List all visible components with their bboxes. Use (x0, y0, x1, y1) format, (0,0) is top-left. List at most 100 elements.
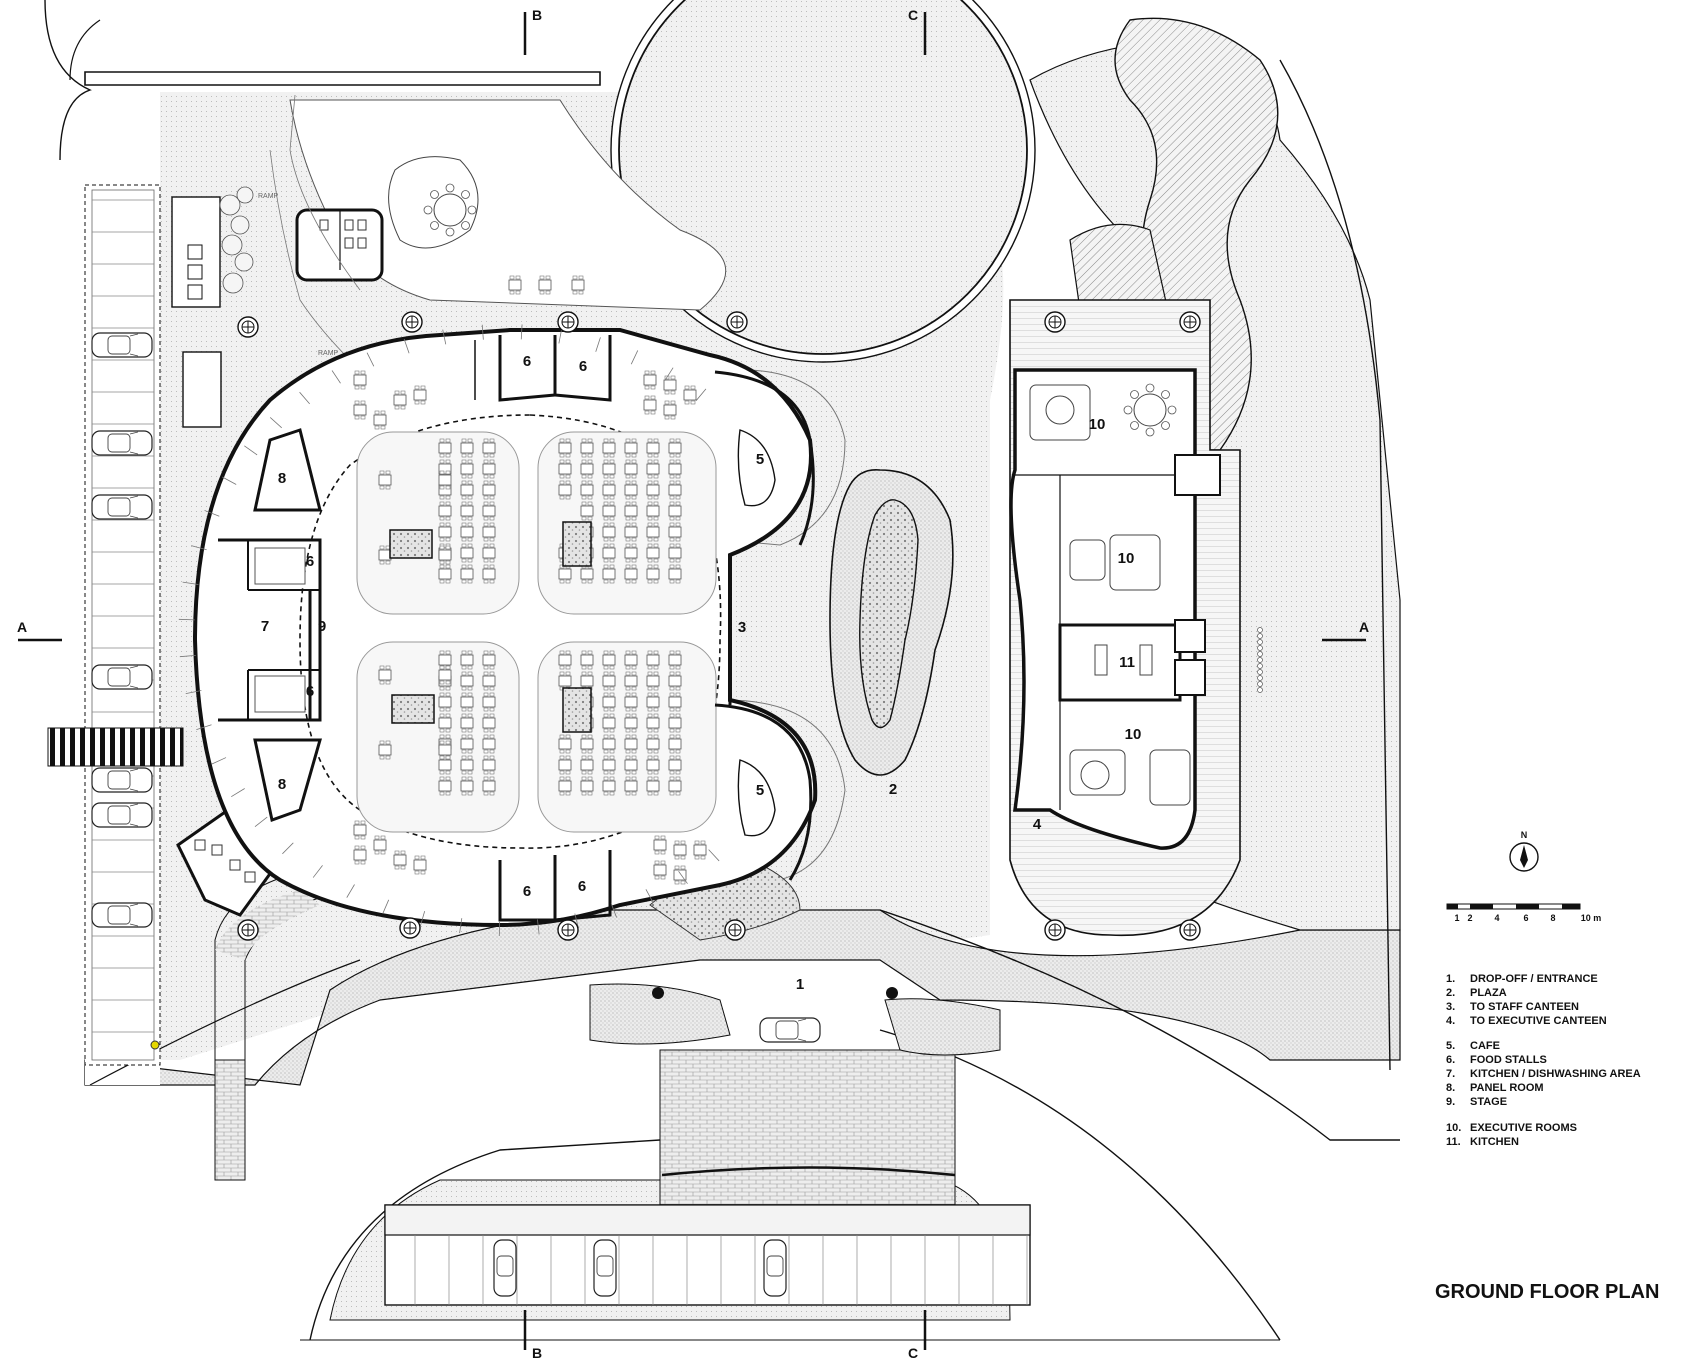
car-icon (91, 902, 153, 928)
room-label-6-mid-upper: 6 (306, 553, 314, 570)
canopy-fin (630, 350, 639, 365)
canopy-fin (331, 370, 341, 384)
legend-item: KITCHEN / DISHWASHING AREA (1470, 1068, 1641, 1080)
canopy-fin (595, 337, 601, 352)
legend-num: 6. (1446, 1054, 1455, 1066)
canopy-fin (282, 842, 294, 855)
section-markers: B C B C A A (17, 7, 1369, 1361)
car-icon (493, 1239, 517, 1297)
canopy-fin (403, 338, 410, 354)
canopy-fin (664, 367, 674, 381)
tree-icon (1044, 919, 1066, 941)
legend-item: PANEL ROOM (1470, 1082, 1544, 1094)
room-numbers: 1 2 3 4 5 5 6 6 6 6 6 6 7 8 8 9 10 10 10… (261, 353, 1142, 993)
canopy-fin (191, 545, 207, 551)
room-label-6-mid-lower: 6 (306, 683, 314, 700)
canopy-fin (185, 690, 202, 695)
tree-icon (1179, 311, 1201, 333)
legend-item: PLAZA (1470, 987, 1507, 999)
canopy-fin (231, 788, 245, 798)
bench-seat (1257, 669, 1263, 675)
canopy-fin (574, 913, 579, 929)
tree-icon (237, 316, 259, 338)
canopy-fin (678, 871, 688, 884)
legend-num: 9. (1446, 1096, 1455, 1108)
room-label-10-bottom: 10 (1125, 726, 1142, 743)
section-b-top: B (532, 7, 542, 23)
canopy-fin (610, 903, 618, 918)
legend-num: 8. (1446, 1082, 1455, 1094)
canopy-fin (179, 654, 196, 658)
scale-bar: 1 2 4 6 8 10 m (1446, 903, 1602, 923)
legend-num: 11. (1446, 1136, 1461, 1148)
legend-item: KITCHEN (1470, 1136, 1519, 1148)
canopy-fin (366, 352, 375, 367)
bench-seat (1257, 645, 1263, 651)
trees (237, 311, 1201, 999)
north-label: N (1521, 830, 1528, 840)
plaza (423, 183, 954, 776)
table-icon (1123, 383, 1177, 437)
canopy-fin (196, 724, 212, 731)
marker-icon (150, 1040, 160, 1050)
legend-num: 10. (1446, 1122, 1461, 1134)
car-icon (91, 767, 153, 793)
legend-item: STAGE (1470, 1096, 1507, 1108)
section-a-right: A (1359, 619, 1369, 635)
legend-item: TO STAFF CANTEEN (1470, 1001, 1579, 1013)
tree-icon (1044, 311, 1066, 333)
executive-wing (1009, 299, 1263, 937)
canopy-fin (382, 899, 390, 914)
bench-seat (1257, 663, 1263, 669)
canopy-fin (645, 889, 654, 903)
ramp-label: RAMP (318, 350, 339, 357)
room-label-1: 1 (796, 976, 804, 993)
room-label-10-top: 10 (1089, 416, 1106, 433)
legend-num: 1. (1446, 973, 1455, 985)
table-icon (423, 183, 477, 237)
canopy-fin (459, 918, 463, 934)
legend-item: EXECUTIVE ROOMS (1470, 1122, 1577, 1134)
main-canteen-building (178, 324, 846, 941)
canopy-fin (520, 324, 523, 340)
car-icon (763, 1239, 787, 1297)
tree-icon (401, 311, 423, 333)
scale-tick: 2 (1467, 913, 1472, 923)
ramp-label: RAMP (258, 193, 279, 200)
legend-item: DROP-OFF / ENTRANCE (1470, 973, 1598, 985)
legend-num: 4. (1446, 1015, 1455, 1027)
car-icon (593, 1239, 617, 1297)
canopy-fin (182, 581, 199, 585)
canopy-fin (204, 510, 220, 517)
canopy-fin (222, 476, 237, 485)
bench-seat (1257, 675, 1263, 681)
room-label-6-bottom-left: 6 (523, 883, 531, 900)
legend-item: TO EXECUTIVE CANTEEN (1470, 1015, 1607, 1027)
north-arrow-icon: N (1509, 830, 1539, 872)
tree-icon (557, 311, 579, 333)
room-label-8-top: 8 (278, 470, 286, 487)
room-label-9: 9 (318, 618, 326, 635)
page-title: GROUND FLOOR PLAN (1435, 1281, 1659, 1303)
legend: 1. DROP-OFF / ENTRANCE 2. PLAZA 3. TO ST… (1446, 973, 1641, 1148)
bench-seat (1257, 657, 1263, 663)
room-label-4: 4 (1033, 816, 1042, 833)
car-icon (91, 802, 153, 828)
canopy-fin (312, 865, 323, 878)
car-icon (91, 332, 153, 358)
tree-icon (1179, 919, 1201, 941)
room-label-8-bottom: 8 (278, 776, 286, 793)
scale-tick: 4 (1494, 913, 1499, 923)
room-label-11: 11 (1119, 654, 1135, 671)
bench-seat (1257, 627, 1263, 633)
room-label-6-bottom-right: 6 (578, 878, 586, 895)
canopy-fin (708, 849, 720, 862)
section-a-left: A (17, 619, 27, 635)
car-icon (759, 1017, 821, 1043)
legend-group-3: 10. EXECUTIVE ROOMS 11. KITCHEN (1446, 1122, 1577, 1148)
tree-icon (652, 987, 664, 999)
canopy-fin (254, 816, 268, 828)
scale-tick: 10 m (1581, 913, 1602, 923)
room-label-7: 7 (261, 618, 269, 635)
bench-seat (1257, 633, 1263, 639)
